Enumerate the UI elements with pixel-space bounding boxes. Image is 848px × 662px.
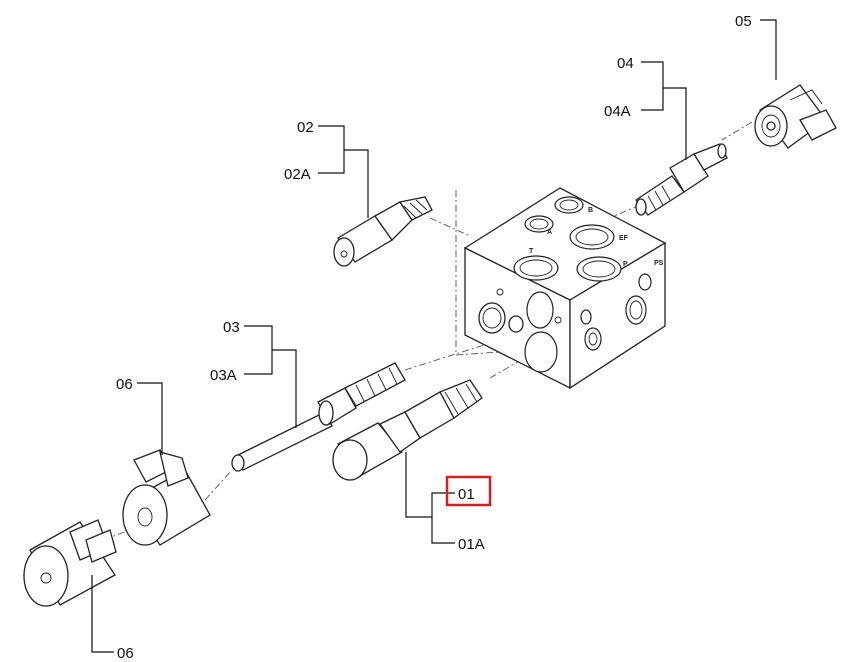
callout-leaders xyxy=(91,19,777,653)
callout-02a: 02A xyxy=(284,166,311,183)
callout-05: 05 xyxy=(735,13,752,30)
port-label-ps: PS xyxy=(654,260,664,267)
highlight-box-01 xyxy=(445,475,492,507)
callout-04: 04 xyxy=(617,55,634,72)
callout-03a: 03A xyxy=(210,367,237,384)
callout-04a: 04A xyxy=(604,103,631,120)
callout-01a: 01A xyxy=(458,536,485,553)
callout-02: 02 xyxy=(297,119,314,136)
port-label-a: A xyxy=(547,229,552,236)
callout-06-lower: 06 xyxy=(117,645,134,662)
callout-06-upper: 06 xyxy=(116,376,133,393)
assembly-axis-lines xyxy=(89,121,753,546)
part-02-cartridge xyxy=(333,196,433,267)
part-06-solenoid-coil-upper xyxy=(122,449,211,546)
part-01-cartridge xyxy=(332,379,483,481)
part-05-solenoid-coil xyxy=(754,84,837,149)
callout-01: 01 xyxy=(458,486,475,503)
port-label-p: P xyxy=(623,261,628,268)
part-03-spool-stem xyxy=(231,362,406,472)
port-label-t: T xyxy=(529,248,534,255)
callout-labels: 05 04 04A 02 02A 03 03A 06 01 01A 06 xyxy=(116,13,752,662)
port-label-ef: EF xyxy=(619,235,629,242)
valve-manifold-block: B A EF T P PS xyxy=(463,187,667,390)
callout-03: 03 xyxy=(223,319,240,336)
port-label-b: B xyxy=(588,207,593,214)
part-06-solenoid-coil-lower xyxy=(23,519,117,607)
part-04-cartridge xyxy=(635,143,728,216)
